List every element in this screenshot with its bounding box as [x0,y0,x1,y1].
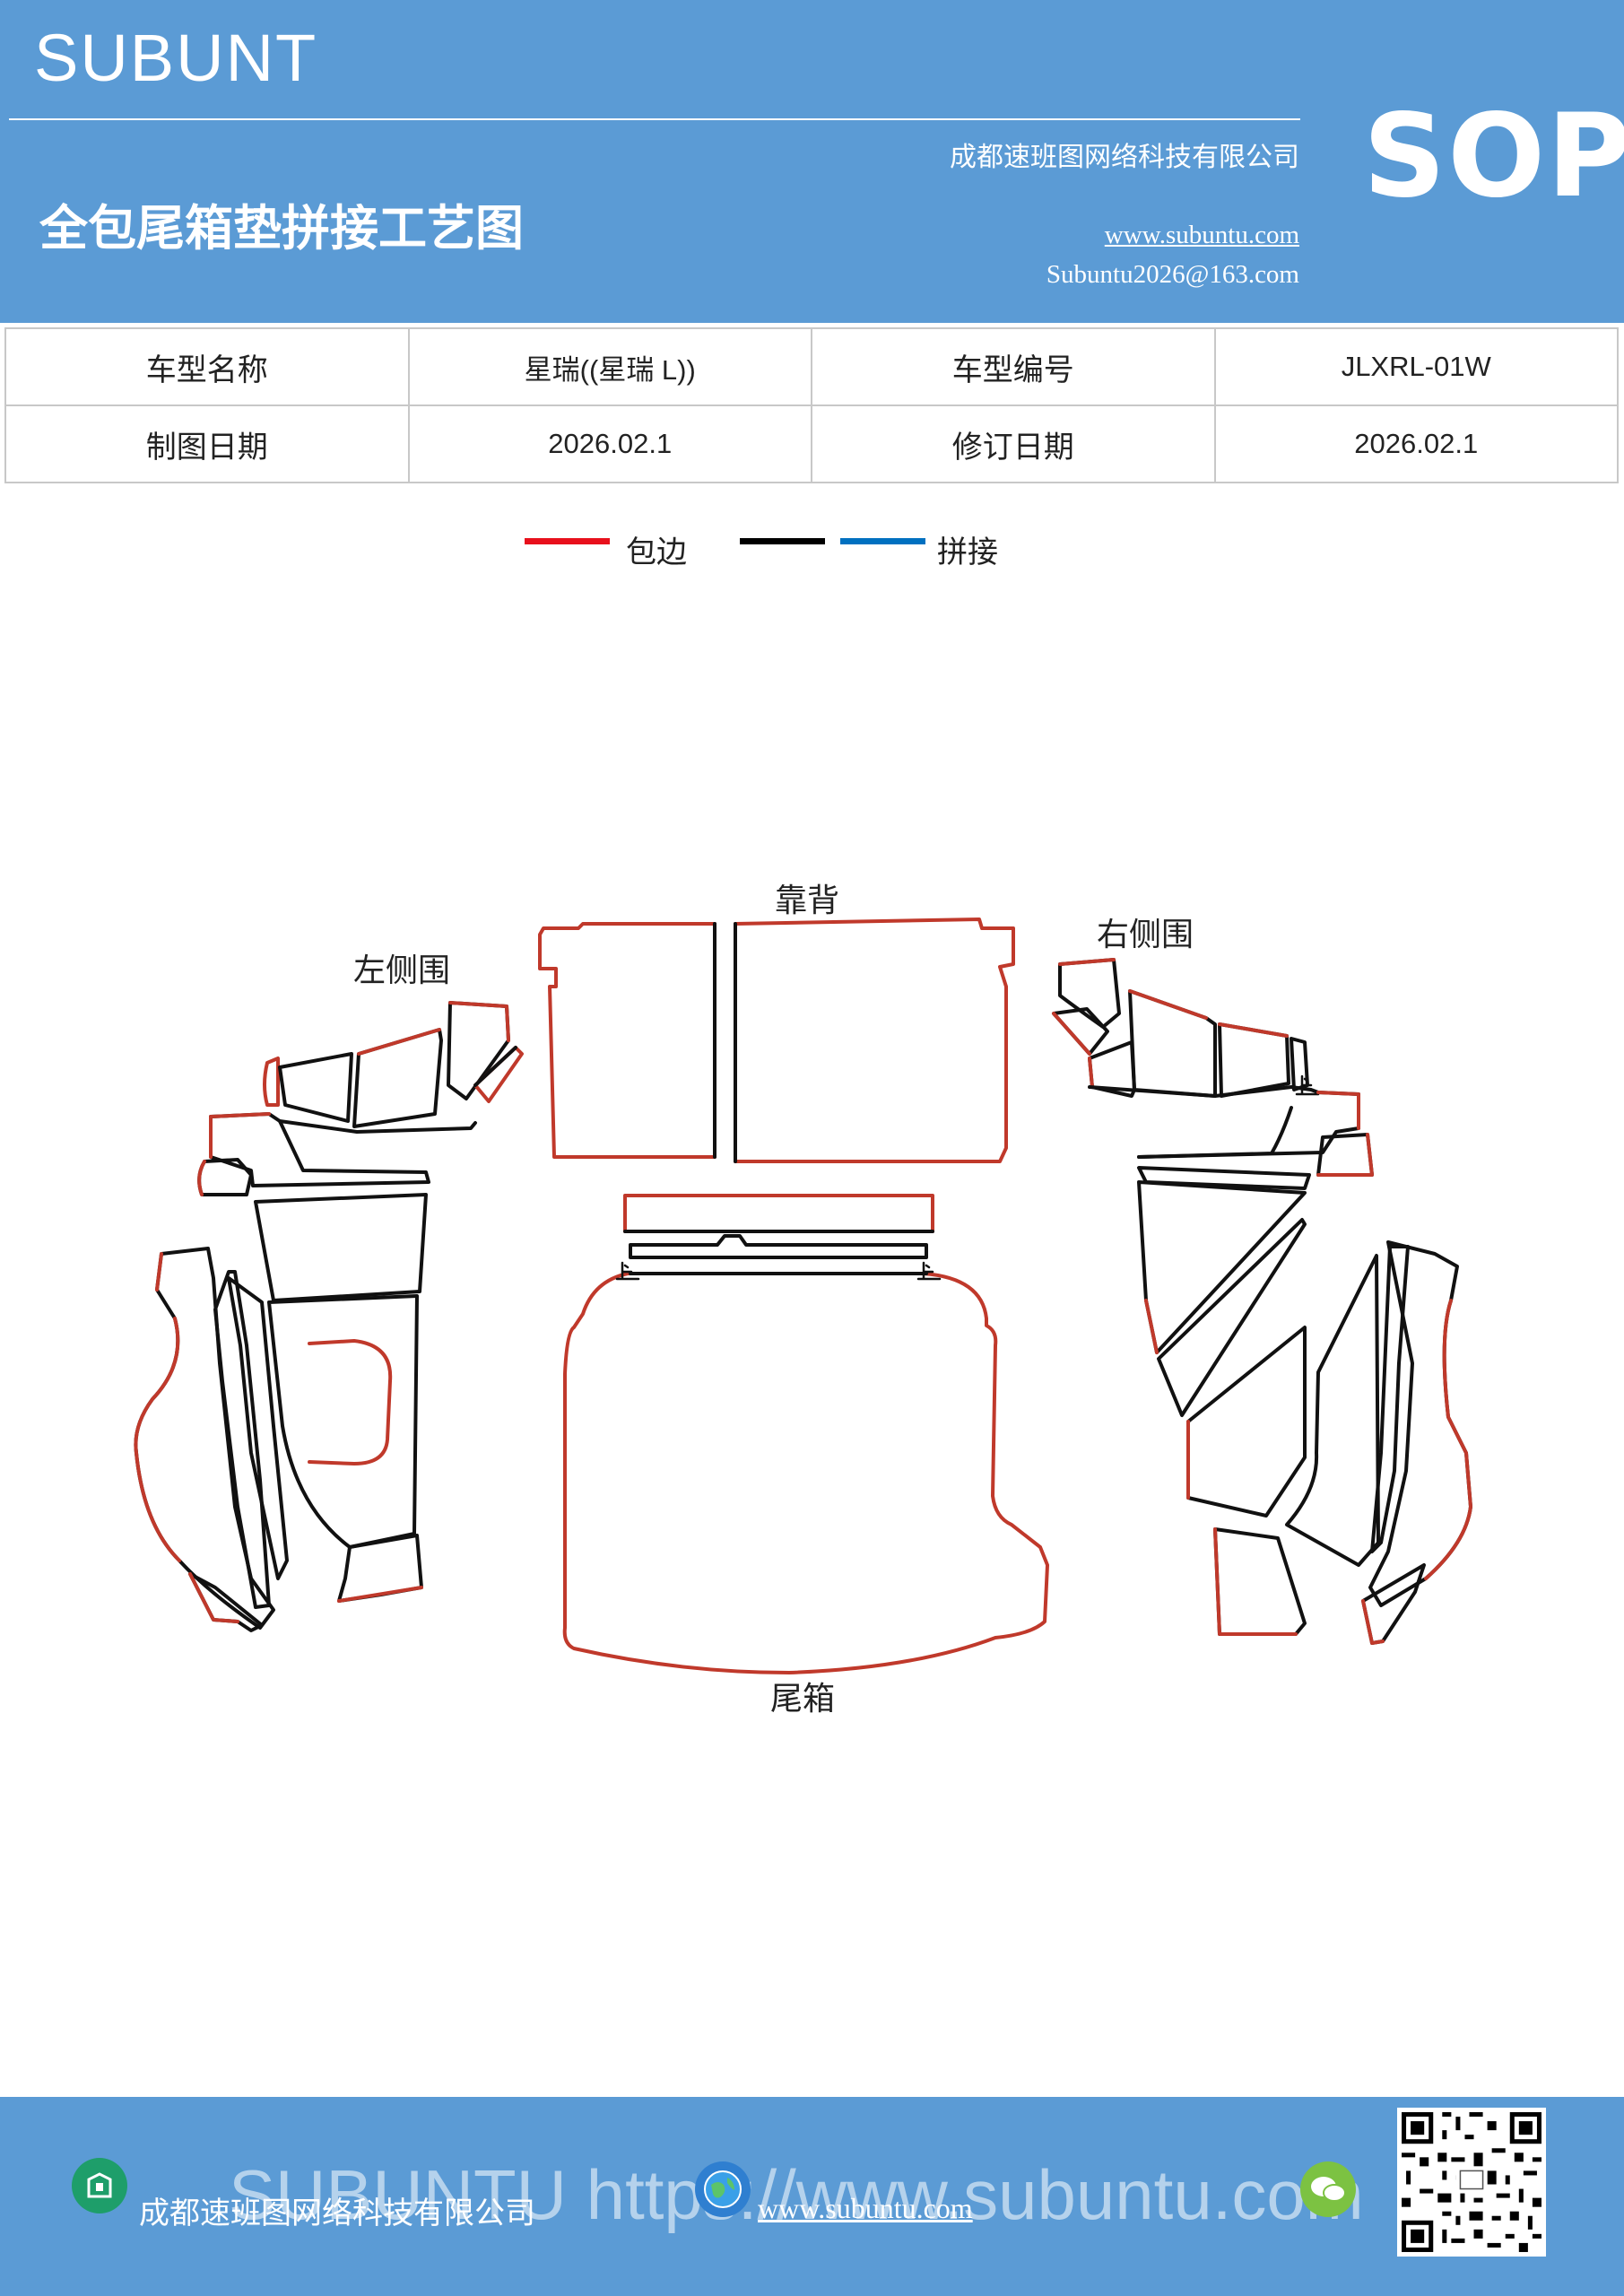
right-side-label: 右侧围 [1097,917,1194,953]
revise-date-label: 修订日期 [811,404,1216,483]
model-code-value: JLXRL-01W [1213,327,1619,406]
legend-edging-swatch [525,538,610,544]
page-header: SUBUNT 全包尾箱垫拼接工艺图 成都速班图网络科技有限公司 www.subu… [0,0,1624,323]
trunk-top-strip [623,1194,934,1275]
building-icon [72,2158,127,2213]
page-footer: SUBUNTU https://www.subuntu.com 成都速班图网络科… [0,2097,1624,2296]
table-row: 制图日期 2026.02.1 修订日期 2026.02.1 [4,404,1619,483]
stop-marks [615,1074,1320,1281]
draw-date-value: 2026.02.1 [407,404,812,483]
revise-date-value: 2026.02.1 [1213,404,1619,483]
brand-logo: SUBUNT [34,21,318,95]
vehicle-info-table: 车型名称 星瑞((星瑞 L)) 车型编号 JLXRL-01W 制图日期 2026… [4,327,1619,483]
qr-code[interactable] [1397,2108,1546,2257]
backrest-label: 靠背 [775,883,839,919]
header-company: 成都速班图网络科技有限公司 [950,142,1299,173]
right-side-wall [1052,958,1472,1645]
backrest-right-panel [734,918,1015,1163]
trunk-label: 尾箱 [770,1681,835,1718]
model-code-label: 车型编号 [811,327,1216,406]
document-title: 全包尾箱垫拼接工艺图 [39,200,524,257]
legend-splice-blue-swatch [840,538,925,544]
footer-website-link[interactable]: www.subuntu.com [758,2192,973,2224]
header-website-link[interactable]: www.subuntu.com [1104,221,1299,249]
draw-date-label: 制图日期 [4,404,410,483]
legend-splice-black-swatch [740,538,825,544]
header-divider [9,118,1300,120]
model-name-value: 星瑞((星瑞 L)) [407,327,812,406]
legend: 包边 拼接 [0,527,1624,572]
footer-watermark: SUBUNTU https://www.subuntu.com [229,2155,1364,2234]
table-row: 车型名称 星瑞((星瑞 L)) 车型编号 JLXRL-01W [4,327,1619,406]
model-name-label: 车型名称 [4,327,410,406]
footer-company: 成都速班图网络科技有限公司 [139,2196,535,2231]
globe-icon [695,2161,751,2217]
legend-splice-label: 拼接 [937,535,998,570]
legend-edging-label: 包边 [626,535,687,570]
mat-splice-diagram: 左侧围 靠背 右侧围 尾箱 [134,883,1472,1718]
wechat-icon [1300,2161,1356,2217]
left-side-wall [134,1001,524,1632]
trunk-floor-panel [562,1272,1049,1674]
left-side-label: 左侧围 [353,952,450,989]
backrest-left-panel [538,922,716,1159]
header-email: Subuntu2026@163.com [1046,260,1299,289]
sop-badge: SOP [1363,90,1624,223]
